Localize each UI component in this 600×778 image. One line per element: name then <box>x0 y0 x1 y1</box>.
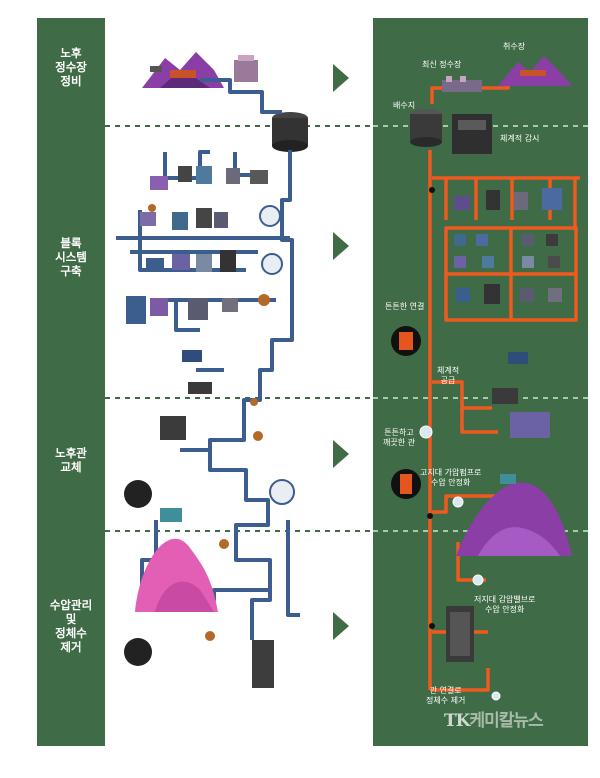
new-houses-icons <box>454 188 562 438</box>
monitoring-center-icon <box>452 114 492 154</box>
pipe-section-icons <box>391 326 421 499</box>
watermark-prefix: TK <box>444 711 470 731</box>
stage-column: 노후 정수장 정비 블록 시스템 구축 노후관 교체 수압관리 및 정체수 제거 <box>37 18 105 746</box>
arrow-icon <box>333 440 349 468</box>
label-new-plant: 최신 정수장 <box>422 60 462 69</box>
arrow-icon <box>333 612 349 640</box>
rust-icons <box>148 204 270 641</box>
stage-separators <box>105 125 588 532</box>
label-clean-pipe: 튼튼하고 깨끗한 관 <box>383 428 415 447</box>
old-reservoir-icon <box>272 112 308 152</box>
new-reservoir-icon <box>410 109 442 147</box>
stage-label-block: 블록 시스템 구축 <box>55 236 87 278</box>
old-houses-icons <box>126 166 274 688</box>
label-pipe-connection: 관 연결로 정체수 제거 <box>426 686 466 705</box>
label-monitoring: 체계적 감시 <box>500 134 540 143</box>
gauge-icons <box>427 187 435 629</box>
old-plant-icon <box>234 55 258 82</box>
new-mountain-icon <box>456 474 572 556</box>
high-rise-icon <box>446 606 474 662</box>
watermark: TK케미칼뉴스 <box>444 706 544 731</box>
old-intake-icon <box>142 52 224 88</box>
magnifier-icons <box>124 205 295 666</box>
label-reservoir: 배수지 <box>393 101 416 110</box>
stage-label-pressure: 수압관리 및 정체수 제거 <box>49 598 93 654</box>
stage-label-plant: 노후 정수장 정비 <box>55 46 87 88</box>
new-plant-icon <box>442 76 482 92</box>
arrow-icon <box>333 64 349 92</box>
valve-icons <box>419 425 501 701</box>
watermark-text: 케미칼뉴스 <box>469 711 543 731</box>
new-intake-icon <box>498 56 572 86</box>
old-pipe-network <box>116 78 300 640</box>
arrow-icon <box>333 232 349 260</box>
stage-label-pipe: 노후관 교체 <box>55 446 87 474</box>
old-mountain-icon <box>135 538 218 612</box>
label-systematic-supply: 체계적 공급 <box>437 366 460 385</box>
label-intake: 취수장 <box>503 42 526 51</box>
label-high-pressure: 고지대 가압펌프로 수압 안정화 <box>420 468 482 487</box>
label-low-pressure: 저지대 감압밸브로 수압 안정화 <box>474 595 536 614</box>
label-strong-connection: 튼튼한 연결 <box>385 302 425 311</box>
